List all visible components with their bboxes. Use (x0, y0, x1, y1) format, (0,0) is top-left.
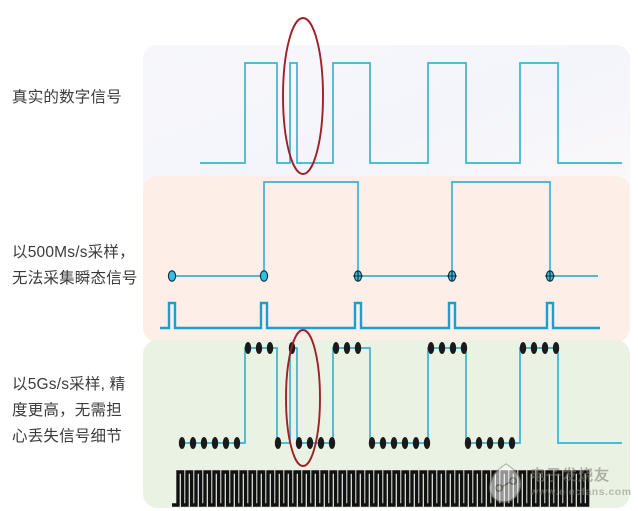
panel-sample-500ms (143, 176, 630, 342)
label-sample-500ms: 以500Ms/s采样， 无法采集瞬态信号 (12, 244, 138, 287)
label-sample-5gs: 以5Gs/s采样, 精 度更高，无需担 心丢失信号细节 (12, 376, 126, 445)
panel-sample-5gs (143, 340, 630, 508)
label-real-signal: 真实的数字信号 (12, 89, 122, 106)
